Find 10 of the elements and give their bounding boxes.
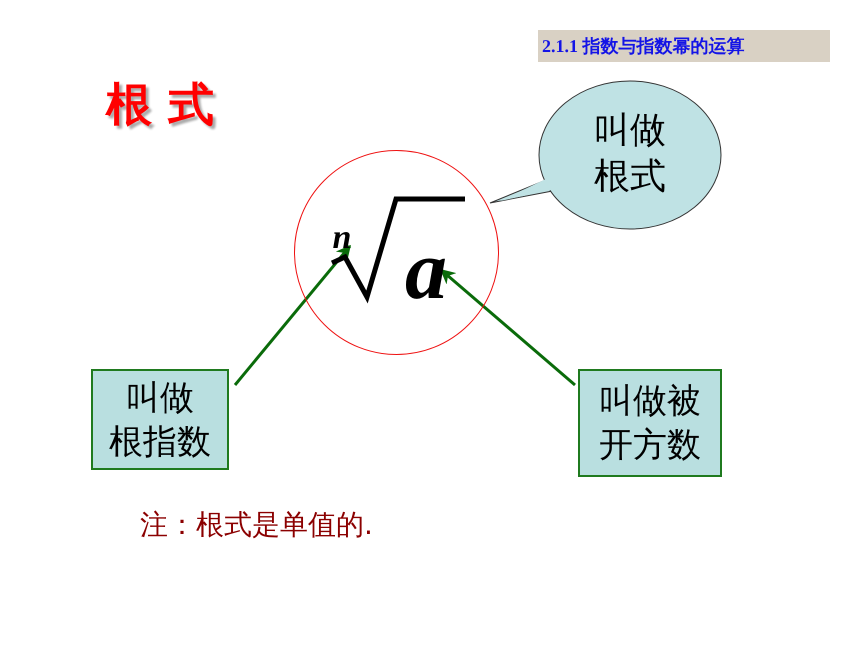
- header-tag: 2.1.1 指数与指数幂的运算: [538, 30, 830, 62]
- formula-symbol: n: [329, 223, 355, 253]
- circle-outline: [294, 150, 499, 355]
- arrow: [234, 244, 352, 386]
- text-box: 叫做被开方数: [578, 369, 722, 477]
- formula-symbol: a: [399, 243, 453, 299]
- arrow: [440, 268, 576, 386]
- text-box: 叫做根指数: [91, 369, 229, 470]
- note-text: 注：根式是单值的.: [140, 507, 373, 543]
- title: 根 式: [106, 76, 214, 133]
